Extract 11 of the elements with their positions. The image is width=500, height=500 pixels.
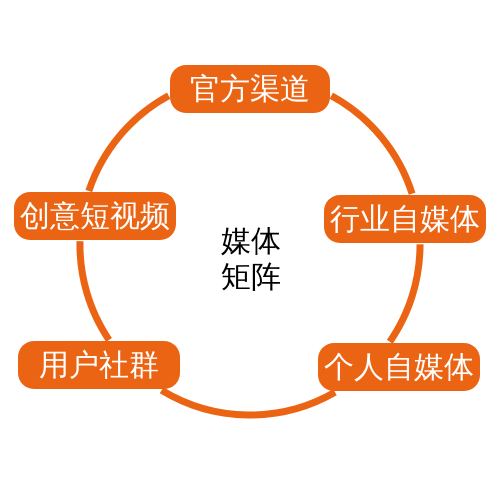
ring-arc <box>329 92 416 195</box>
label-box: 创意短视频 <box>14 192 176 240</box>
center-label: 媒体矩阵 <box>220 224 282 296</box>
label-box: 行业自媒体 <box>324 195 486 243</box>
label-box: 个人自媒体 <box>318 343 480 391</box>
label-box: 官方渠道 <box>170 65 330 113</box>
label-box: 用户社群 <box>18 341 180 389</box>
ring-arc <box>86 92 171 192</box>
ring-arc <box>386 244 424 344</box>
ring-arc <box>160 387 337 418</box>
ring-arc <box>76 241 112 342</box>
